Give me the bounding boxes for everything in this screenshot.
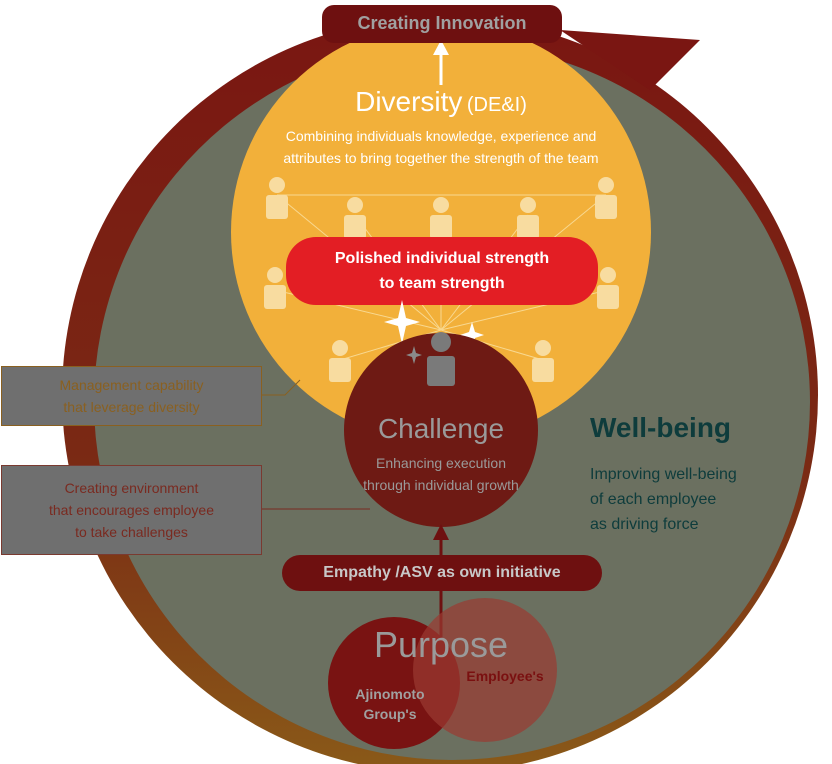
box-line: Management capability	[59, 377, 204, 393]
wellbeing-title: Well-being	[590, 412, 732, 443]
team-banner-line2: to team strength	[379, 275, 505, 292]
wellbeing-line: as driving force	[590, 516, 699, 533]
purpose-group-line: Ajinomoto	[355, 686, 425, 702]
team-banner-line1: Polished individual strength	[334, 250, 550, 267]
empathy-pill	[282, 555, 602, 591]
wellbeing-description: Improving well-being of each employee as…	[590, 462, 737, 537]
purpose-employee-label: Employee's	[466, 668, 544, 684]
purpose-circle-employee	[413, 598, 557, 742]
innovation-pill	[322, 5, 562, 43]
innovation-arrowhead	[433, 40, 449, 55]
purpose-group-line: Group's	[363, 706, 417, 722]
purpose-group-label: Ajinomoto Group's	[340, 684, 440, 724]
purpose-title: Purpose	[373, 624, 509, 665]
box-line: that encourages employee	[49, 502, 214, 518]
diversity-title: Diversity (DE&I)	[241, 86, 641, 118]
ring-arrowhead	[560, 30, 700, 90]
challenge-environment-box: Creating environment that encourages empl…	[1, 465, 262, 555]
box-line: Creating environment	[64, 480, 199, 496]
sparkle-icon	[460, 322, 484, 348]
creating-innovation-label: Creating Innovation	[357, 13, 527, 33]
connector-line	[262, 379, 301, 396]
management-capability-box: Management capability that leverage diver…	[1, 366, 262, 426]
box-line: to take challenges	[75, 524, 188, 540]
diversity-title-text: Diversity	[355, 86, 463, 117]
person-icon	[427, 332, 455, 386]
person-icons	[264, 177, 619, 382]
empathy-arrowhead	[433, 524, 449, 540]
diversity-title-suffix: (DE&I)	[466, 94, 527, 116]
challenge-description: Enhancing execution through individual g…	[363, 455, 519, 493]
sparkle-icon	[384, 300, 420, 344]
team-banner	[286, 237, 598, 305]
diversity-description: Combining individuals knowledge, experie…	[283, 128, 599, 166]
challenge-title: Challenge	[377, 413, 505, 444]
box-line: that leverage diversity	[63, 399, 200, 415]
wellbeing-line: of each employee	[590, 491, 717, 508]
sparkle-icon	[406, 346, 422, 364]
wellbeing-line: Improving well-being	[590, 466, 737, 483]
challenge-circle	[344, 333, 538, 527]
empathy-label: Empathy /ASV as own initiative	[323, 564, 561, 581]
